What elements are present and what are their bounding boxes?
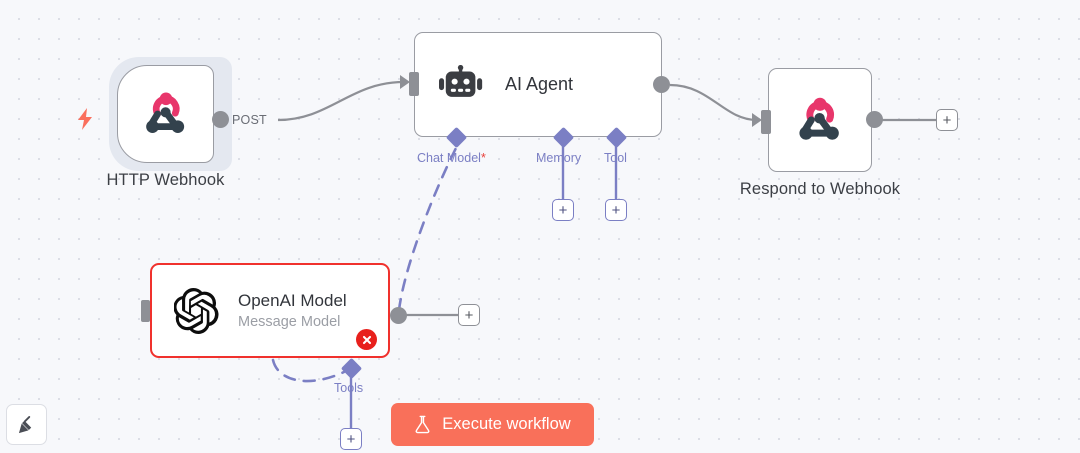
node-respond-to-webhook[interactable]: Respond to Webhook — [740, 68, 900, 198]
error-x-glyph — [362, 335, 371, 344]
error-circle-icon[interactable] — [356, 329, 377, 350]
node-subtitle-openai-model: Message Model — [238, 314, 341, 330]
node-openai-model[interactable]: OpenAI Model Message Model — [150, 263, 390, 358]
add-memory-button[interactable]: + — [552, 199, 574, 221]
output-port-ai-agent[interactable] — [653, 76, 670, 93]
add-tool-button[interactable]: + — [605, 199, 627, 221]
add-tools-button[interactable]: + — [340, 428, 362, 450]
bolt-glyph — [78, 108, 92, 130]
webhook-icon — [799, 97, 839, 140]
trigger-bolt-icon — [75, 107, 95, 135]
sub-label-tool: Tool — [604, 151, 627, 165]
input-port-openai-model[interactable] — [141, 300, 150, 322]
node-http-webhook[interactable]: HTTP Webhook — [107, 65, 224, 189]
output-label-post: POST — [232, 113, 267, 127]
robot-icon — [439, 64, 483, 97]
webhook-icon — [145, 92, 184, 133]
node-label-http-webhook: HTTP Webhook — [106, 171, 225, 189]
flask-icon — [415, 415, 430, 434]
add-node-after-openai-button[interactable]: + — [458, 304, 480, 326]
wire-openai-tools-loop — [271, 358, 346, 383]
node-title-openai-model: OpenAI Model — [238, 291, 347, 310]
input-port-respond[interactable] — [761, 110, 771, 134]
tidy-up-button[interactable] — [6, 404, 47, 445]
sub-port-tools[interactable] — [340, 357, 363, 380]
node-ai-agent[interactable]: AI Agent — [414, 32, 662, 137]
broom-icon — [18, 415, 31, 433]
wire-agent-to-respond — [669, 83, 758, 122]
execute-workflow-button[interactable]: Execute workflow — [391, 403, 594, 446]
output-port-openai-model[interactable] — [390, 307, 407, 324]
sub-label-memory: Memory — [536, 151, 582, 165]
node-title-ai-agent: AI Agent — [505, 74, 574, 94]
input-port-ai-agent[interactable] — [409, 72, 419, 96]
openai-icon — [174, 287, 219, 334]
output-port-http-webhook[interactable] — [212, 111, 229, 128]
add-node-after-respond-button[interactable]: + — [936, 109, 958, 131]
execute-workflow-label: Execute workflow — [442, 415, 571, 433]
wire-webhook-to-agent — [277, 80, 405, 122]
node-label-respond-to-webhook: Respond to Webhook — [739, 180, 901, 198]
sub-label-tools: Tools — [334, 381, 364, 395]
output-port-respond[interactable] — [866, 111, 883, 128]
wire-openai-to-chatmodel — [397, 146, 458, 312]
input-arrow-ai-agent — [400, 75, 410, 89]
sub-label-chat-model: Chat Model* — [417, 151, 486, 165]
